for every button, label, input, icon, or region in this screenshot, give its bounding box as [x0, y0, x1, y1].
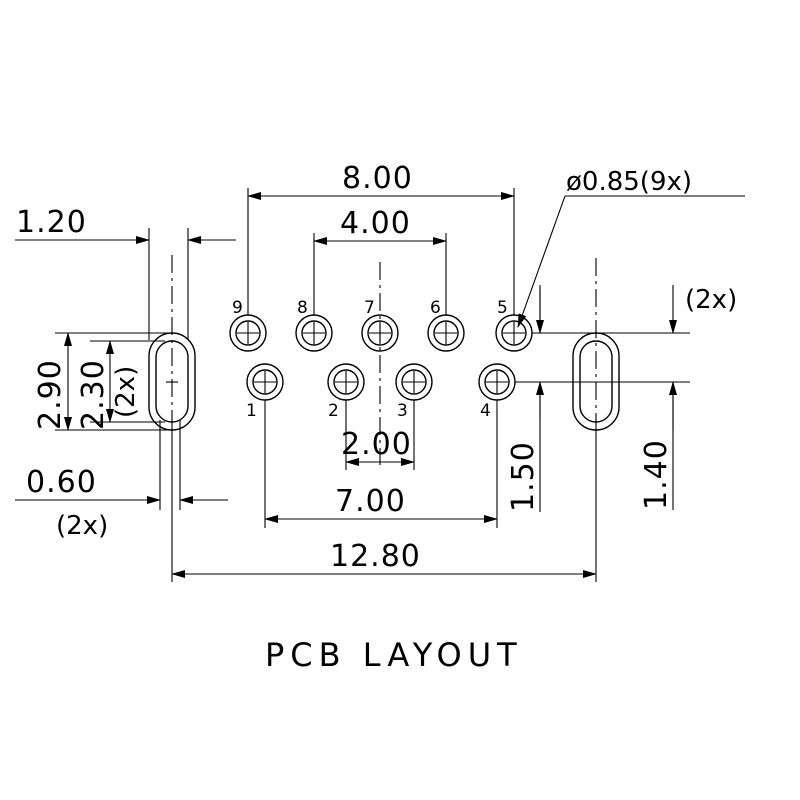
pin-label-7: 7	[364, 298, 375, 318]
pin-6	[427, 314, 465, 352]
dim-slot-gap: 0.60	[26, 465, 97, 500]
pin-1	[246, 363, 284, 401]
pin-4	[478, 363, 516, 401]
dim-slot-length-inner: 2.30	[76, 359, 111, 430]
dim-pitch-outer: 8.00	[342, 161, 413, 196]
center-lines	[171, 255, 597, 465]
pin-label-4: 4	[480, 401, 491, 421]
dimension-lines	[15, 192, 745, 578]
pin-label-3: 3	[397, 401, 408, 421]
drawing-title: PCB LAYOUT	[265, 636, 523, 674]
dim-pitch-bottom-outer: 7.00	[335, 484, 406, 519]
dim-slot-length: 2.90	[33, 359, 68, 430]
dim-slot-count-right: (2x)	[685, 285, 737, 315]
dim-slot-count-left: (2x)	[111, 366, 141, 418]
pin-label-9: 9	[232, 298, 243, 318]
extension-lines	[55, 188, 690, 582]
dim-row-offset: 1.50	[506, 441, 541, 512]
pin-9	[229, 314, 267, 352]
pin-label-2: 2	[328, 401, 339, 421]
dim-slot-gap-count: (2x)	[56, 511, 108, 541]
pin-8	[295, 314, 333, 352]
dim-slot-width: 1.20	[16, 205, 87, 240]
pin-7	[361, 314, 399, 352]
pin-label-6: 6	[430, 298, 441, 318]
dim-pitch-inner: 4.00	[340, 206, 411, 241]
dimension-labels: 8.00 4.00 ø0.85(9x) 1.20 0.60 (2x) 2.00 …	[16, 161, 737, 574]
dim-total-width: 12.80	[330, 539, 421, 574]
pin-label-5: 5	[497, 298, 508, 318]
pin-5	[495, 314, 533, 352]
pin-labels: 9 8 7 6 5 1 2 3 4	[232, 298, 508, 421]
pin-label-1: 1	[246, 401, 257, 421]
dim-pitch-bottom-inner: 2.00	[341, 427, 412, 462]
pin-2	[327, 363, 365, 401]
dim-hole-diameter: ø0.85(9x)	[566, 167, 692, 197]
dim-slot-offset: 1.40	[639, 439, 674, 510]
pin-label-8: 8	[297, 298, 308, 318]
pin-3	[395, 363, 433, 401]
